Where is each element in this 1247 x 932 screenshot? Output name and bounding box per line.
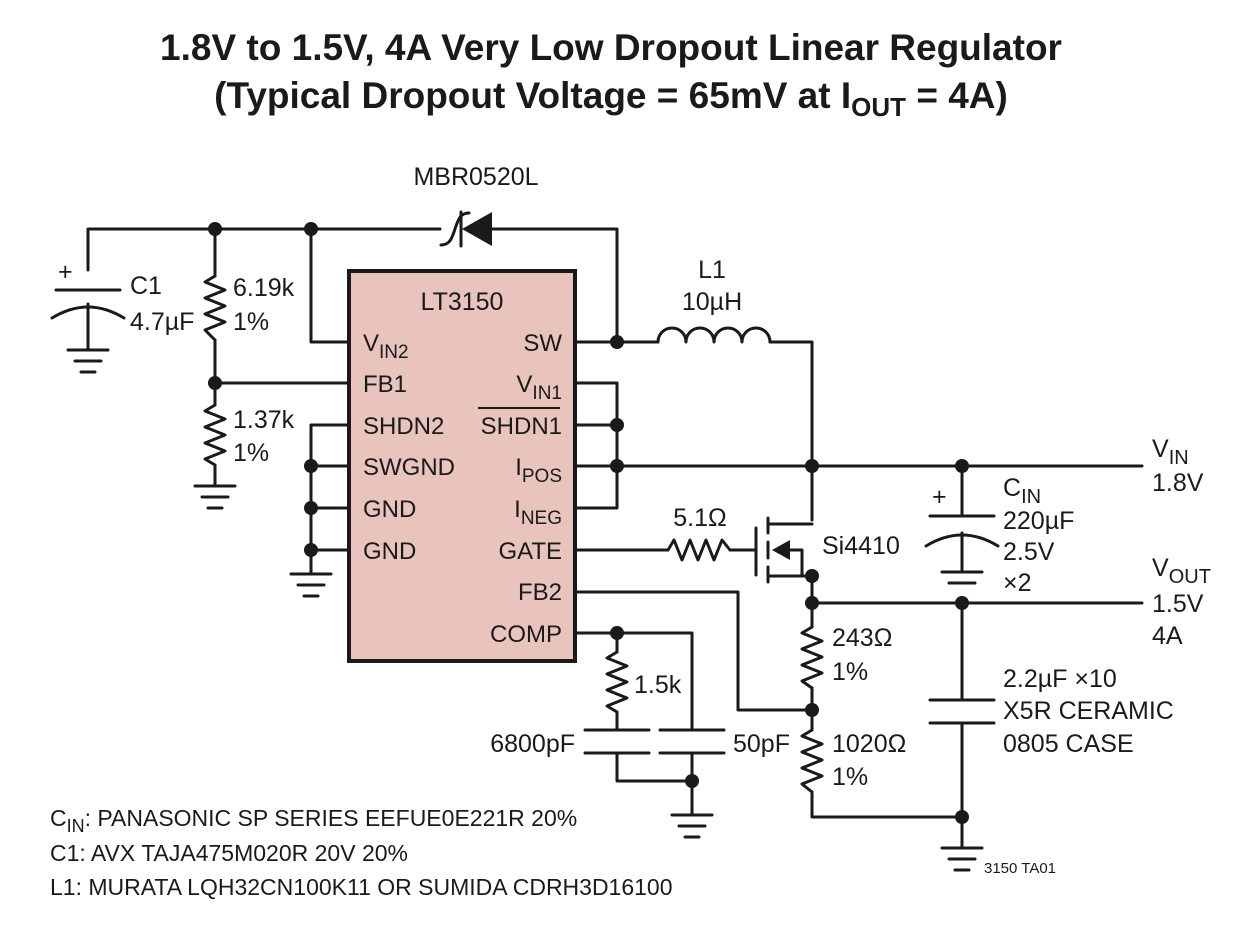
c1-capacitor-icon [50,288,126,374]
schottky-diode-icon [439,210,492,248]
pin-gate-label: GATE [498,538,562,565]
resistor-243-ohm-icon [800,625,824,690]
pin-fb1-label: FB1 [363,371,407,398]
diode-label: MBR0520L [413,163,538,191]
r-gate-value: 5.1Ω [673,504,726,532]
cin-polarity: + [932,483,947,511]
bottom-return-wire [810,790,964,819]
cout-line-1: 2.2µF ×10 [1003,665,1117,693]
c-6800pf-value: 6800pF [490,730,575,758]
cin-voltage: 2.5V [1003,538,1055,566]
r-1-37k-value: 1.37k [233,406,295,434]
cin-count: ×2 [1003,569,1032,597]
c1-value: 4.7µF [130,308,194,336]
r-1020-value: 1020Ω [832,730,906,758]
resistor-1-37k-icon [203,403,227,467]
l1-ref: L1 [698,256,726,284]
pin-shdn2-label: SHDN2 [363,413,444,440]
vin-label: VIN [1152,435,1189,469]
cin-capacitor-icon [924,464,1000,585]
vout-value: 1.5V [1152,590,1204,618]
title-line-2: (Typical Dropout Voltage = 65mV at IOUT … [214,75,1008,122]
c-50pf-value: 50pF [733,730,790,758]
vin-value: 1.8V [1152,469,1204,497]
pin-comp-label: COMP [490,621,562,648]
pin-ipos-label: IPOS [515,454,562,487]
pin-fb2-label: FB2 [518,579,562,606]
c1-ref: C1 [130,272,162,300]
r-6-19k-tol: 1% [233,308,269,336]
cin-ref: CIN [1003,474,1041,508]
cout-line-3: 0805 CASE [1003,730,1134,758]
pin-vin1-label: VIN1 [516,371,562,404]
ground-icon [670,813,714,839]
mosfet-label: Si4410 [822,532,900,560]
resistor-6-19k-icon [203,274,227,342]
pin-gnd-label-1: GND [363,496,416,523]
pin-gnd-label-2: GND [363,538,416,565]
pin-swgnd-label: SWGND [363,454,455,481]
pin-shdn1-label: SHDN1 [481,413,562,440]
resistor-1020-ohm-icon [800,728,824,794]
resistor-5-1-ohm-icon [666,538,732,562]
capacitor-6800pf-icon [583,728,694,783]
junction-dots [208,222,969,824]
top-rail-wires [86,227,619,486]
cin-value: 220µF [1003,507,1074,535]
c1-polarity: + [58,258,73,286]
r-243-tol: 1% [832,658,868,686]
figure-id: 3150 TA01 [984,860,1056,877]
mosfet-icon [754,516,814,629]
ground-icon [289,572,333,598]
capacitor-50pf-icon [658,728,726,815]
resistor-1-5k-icon [605,650,629,714]
pin-sw-label: SW [523,330,562,357]
pin-vin2-label: VIN2 [363,330,409,363]
r-1-37k-tol: 1% [233,439,269,467]
ground-icon [193,484,237,510]
r-6-19k-value: 6.19k [233,274,295,302]
ground-icon [940,846,984,872]
note-cin: CIN: PANASONIC SP SERIES EEFUE0E221R 20% [50,805,577,836]
ic-name: LT3150 [421,288,504,316]
vout-current: 4A [1152,622,1183,650]
note-l1: L1: MURATA LQH32CN100K11 OR SUMIDA CDRH3… [50,874,673,900]
r-1-5k-value: 1.5k [634,671,682,699]
note-c1: C1: AVX TAJA475M020R 20V 20% [50,840,408,866]
inductor-l1-icon [656,326,814,522]
pin-ineg-label: INEG [514,496,562,529]
cout-line-2: X5R CERAMIC [1003,697,1174,725]
right-pin-wires [573,340,1144,732]
ic-lt3150-body [347,269,577,663]
vout-label: VOUT [1152,554,1211,588]
r-243-value: 243Ω [832,624,892,652]
output-capacitor-icon [928,601,996,848]
title-line-1: 1.8V to 1.5V, 4A Very Low Dropout Linear… [160,27,1062,68]
l1-value: 10µH [682,288,742,316]
r-1020-tol: 1% [832,763,868,791]
